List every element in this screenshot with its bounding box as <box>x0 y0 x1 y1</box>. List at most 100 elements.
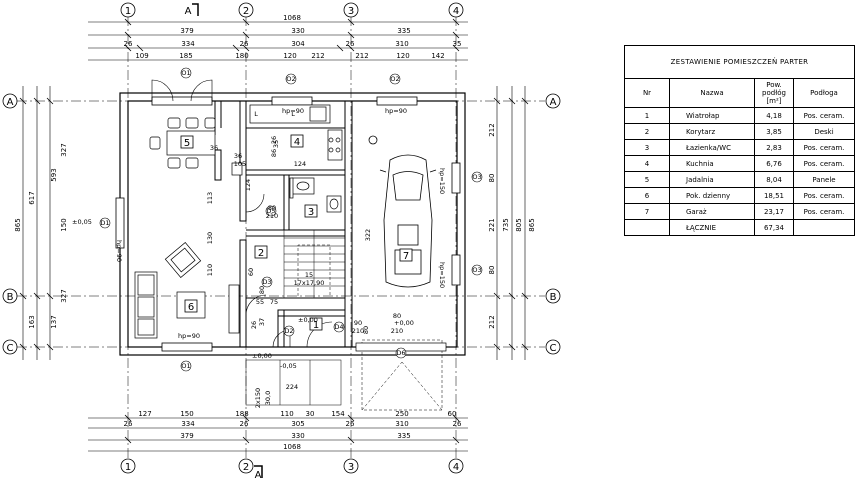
dim-right-80a: 80 <box>488 174 496 183</box>
dim-int-210: 210 <box>266 212 278 220</box>
dim-int-113: 113 <box>206 192 214 204</box>
floor-plan-drawing: 1 2 3 4 5 6 7 1 2 3 4 1 2 3 4 A B C A B … <box>2 2 561 481</box>
dim-left-137: 137 <box>50 315 58 328</box>
door-code-6: D6 <box>396 349 405 357</box>
window-size-1: hp=90 <box>282 107 304 115</box>
dim-int-80c: 80 <box>258 286 266 294</box>
dim-bot-r2-0: 26 <box>124 420 133 428</box>
dim-int-80b: 80 <box>362 326 370 334</box>
grid-1-bottom: 1 <box>125 462 131 473</box>
label-L2: L <box>291 110 295 118</box>
dim-int-26: 26 <box>270 136 278 144</box>
grid-C-left: C <box>7 343 14 354</box>
dim-top-r4-3: 120 <box>283 52 296 60</box>
dim-bot-c: 335 <box>397 432 410 440</box>
window-size-6: hp=150 <box>438 262 446 288</box>
grid-4-bottom: 4 <box>453 462 459 473</box>
grid-2-top: 2 <box>243 6 249 17</box>
bathroom-fixtures <box>289 177 342 213</box>
dim-bot-r1-6: 250 <box>395 410 408 418</box>
window-code-6: O3 <box>472 266 481 274</box>
dim-int-110: 110 <box>206 264 214 276</box>
dim-bot-r1-7: 60 <box>448 410 457 418</box>
room-7-number: 7 <box>403 251 409 262</box>
dim-left-327b: 327 <box>60 289 68 302</box>
section-mark-top: A <box>185 6 192 17</box>
dim-top-r3-6: 35 <box>453 40 462 48</box>
window-living-south <box>161 342 213 352</box>
dim-top-r3-0: 26 <box>124 40 133 48</box>
legend-head-floor: Podłoga <box>793 78 855 108</box>
legend-title: ZESTAWIENIE POMIESZCZEŃ PARTER <box>624 45 855 79</box>
door-code-3: D3 <box>262 278 271 286</box>
stair-count: 15 <box>305 271 313 279</box>
dim-left-593: 593 <box>50 168 58 181</box>
dim-right-735: 735 <box>502 218 510 231</box>
level-vestibule: ±0,00 <box>298 316 318 324</box>
dim-bot-a: 379 <box>180 432 193 440</box>
dim-top-r4-5: 212 <box>355 52 368 60</box>
dim-bot-b: 330 <box>291 432 304 440</box>
room-5-number: 5 <box>184 138 190 149</box>
car <box>368 135 437 288</box>
dim-top-c: 335 <box>397 27 410 35</box>
dim-left-163: 163 <box>28 315 36 328</box>
grid-2-bottom: 2 <box>243 462 249 473</box>
dim-int-86: 86 <box>270 149 278 157</box>
level-living: ±0,05 <box>72 218 92 226</box>
window-kitchen <box>271 96 313 106</box>
dim-bot-r1-0: 127 <box>138 410 151 418</box>
dim-bot-r2-4: 26 <box>346 420 355 428</box>
room-3-number: 3 <box>308 207 314 218</box>
dim-right-212b: 212 <box>488 315 496 328</box>
door-code-5: D5 <box>266 207 275 215</box>
dim-int-55: 55 <box>256 298 264 306</box>
dim-top-r4-6: 120 <box>396 52 409 60</box>
armchair <box>164 241 202 279</box>
steps-2x150: 2x150 <box>254 388 262 408</box>
dim-int-124: 124 <box>294 160 306 168</box>
dim-int-224: 224 <box>286 383 298 391</box>
dim-int-75: 75 <box>270 298 278 306</box>
window-garage-east-2 <box>451 254 461 286</box>
dim-bot-r1-5: 154 <box>331 410 345 418</box>
dim-top-a: 379 <box>180 27 193 35</box>
dim-int-80: 80 <box>268 204 276 212</box>
dim-top-r4-0: 109 <box>135 52 148 60</box>
dim-top-r3-2: 26 <box>240 40 249 48</box>
grid-3-bottom: 3 <box>348 462 354 473</box>
dim-bot-r2-5: 310 <box>395 420 408 428</box>
dim-right-80b: 80 <box>488 266 496 275</box>
window-code-4: O1 <box>181 362 190 370</box>
window-living-west <box>115 197 125 249</box>
grid-B-right: B <box>550 292 557 303</box>
staircase <box>283 229 346 299</box>
dim-top-b: 330 <box>291 27 304 35</box>
window-size-3: hp=90 <box>178 332 200 340</box>
grid-1-top: 1 <box>125 6 131 17</box>
dim-int-35: 35 <box>272 140 280 148</box>
room-1-number: 1 <box>313 320 319 331</box>
grid-C-right: C <box>550 343 557 354</box>
door-80: 80 <box>393 312 401 320</box>
level-steps: -0,05 <box>280 362 297 370</box>
window-size-2: hp=90 <box>385 107 407 115</box>
dim-int-210b: 210 <box>352 327 364 335</box>
cabinet <box>228 284 240 334</box>
dim-int-130: 130 <box>206 232 214 244</box>
level-garage: +0,00 <box>394 319 414 327</box>
dim-bot-r1-4: 30 <box>306 410 315 418</box>
dim-bot-r2-1: 334 <box>181 420 195 428</box>
dim-left-865: 865 <box>14 218 22 231</box>
dim-top-r4-4: 212 <box>311 52 324 60</box>
dim-top-r3-3: 304 <box>291 40 305 48</box>
window-garage-top <box>376 96 418 106</box>
door-code-2: D2 <box>284 327 293 335</box>
dim-top-r4-2: 180 <box>235 52 248 60</box>
